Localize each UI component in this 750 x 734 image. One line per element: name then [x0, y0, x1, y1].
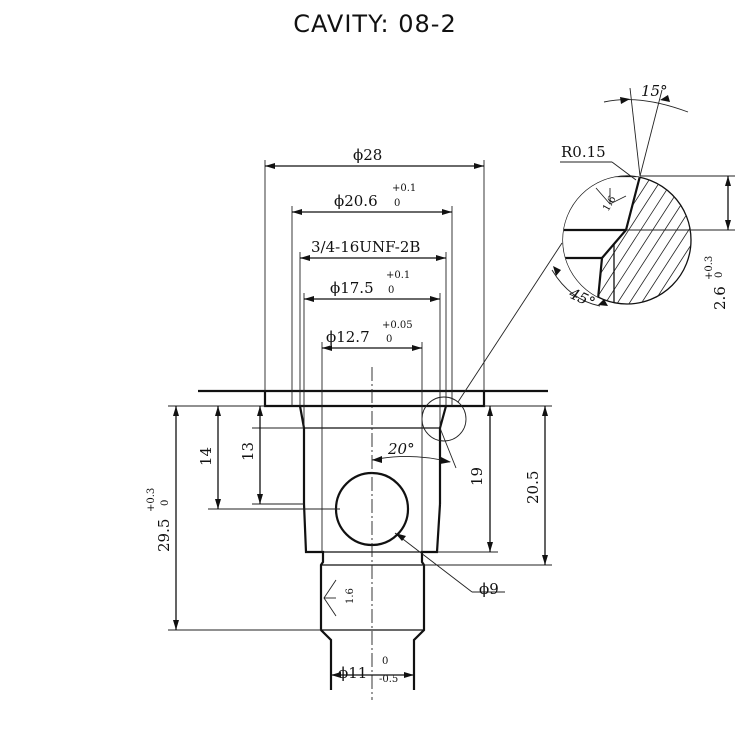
- detail-depth-tol-lower: 0: [714, 272, 725, 278]
- dim-20-5-label: 20.5: [524, 471, 542, 504]
- dim-phi20-6-tol-lower: 0: [394, 198, 400, 209]
- dim-phi12-7-tol-upper: +0.05: [382, 320, 413, 331]
- dim-phi20-6-tol-upper: +0.1: [392, 183, 416, 194]
- drawing-title: CAVITY: 08-2: [293, 10, 457, 38]
- detail-reference: [421, 242, 563, 442]
- dim-19-label: 19: [468, 467, 486, 486]
- dim-phi12-7-label: ϕ12.7: [326, 328, 370, 346]
- detail-radius-label: R0.15: [561, 143, 606, 161]
- dim-phi11-tol-upper: 0: [382, 656, 388, 667]
- phi11-dimension: [331, 672, 414, 678]
- dim-phi12-7-tol-lower: 0: [386, 334, 392, 345]
- dim-phi28-label: ϕ28: [353, 146, 382, 164]
- dim-14-label: 14: [197, 447, 215, 466]
- dim-thread-label: 3/4-16UNF-2B: [311, 238, 420, 256]
- cavity-outline: [198, 367, 548, 700]
- phi9-leader: [394, 532, 505, 593]
- dim-phi17-5-tol-lower: 0: [388, 285, 394, 296]
- dim-29-5-label: 29.5: [155, 519, 173, 552]
- detail-angle-15-label: 15°: [641, 82, 668, 100]
- dim-phi9-label: ϕ9: [479, 580, 499, 598]
- dim-phi11-tol-lower: -0.5: [379, 674, 398, 685]
- dim-phi11-label: ϕ11: [338, 664, 367, 682]
- angle-20-label: 20°: [387, 440, 415, 458]
- dim-29-5-tol-upper: +0.3: [146, 488, 157, 512]
- angle-20-marker: [371, 427, 457, 469]
- detail-depth-tol-upper: +0.3: [704, 256, 715, 280]
- dim-phi20-6-label: ϕ20.6: [334, 192, 378, 210]
- left-depth-dimensions: [168, 405, 340, 631]
- detail-depth-label: 2.6: [711, 286, 729, 310]
- dim-phi17-5-label: ϕ17.5: [330, 279, 374, 297]
- right-depth-dimensions: [422, 405, 552, 566]
- dim-29-5-tol-lower: 0: [160, 500, 171, 506]
- surface-roughness-symbol: [323, 579, 337, 617]
- surface-roughness-label: 1.6: [345, 588, 356, 604]
- diameter-dimensions: [264, 160, 485, 552]
- dim-phi17-5-tol-upper: +0.1: [386, 270, 410, 281]
- dim-13-label: 13: [239, 442, 257, 461]
